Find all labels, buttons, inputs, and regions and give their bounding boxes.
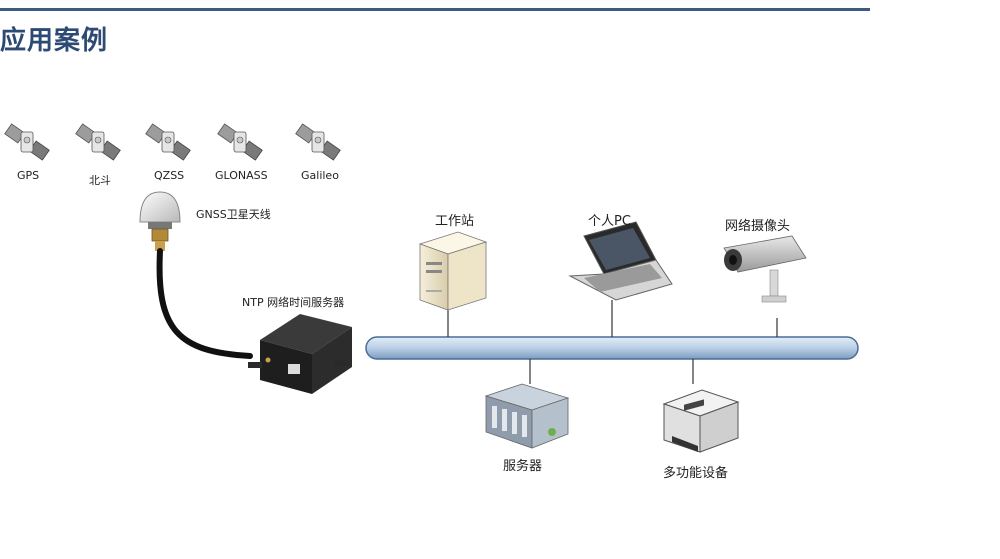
- laptop-icon: [568, 221, 673, 301]
- satellite-icon-gps: [4, 123, 50, 161]
- satellite-icon-glonass: [217, 123, 263, 161]
- satellite-label-beidou: 北斗: [89, 174, 111, 187]
- satellite-label-qzss: QZSS: [154, 169, 185, 182]
- connection-lines: [447, 300, 778, 384]
- gnss-antenna-label: GNSS卫星天线: [196, 208, 271, 221]
- satellite-label-gps: GPS: [17, 169, 40, 182]
- pc-label: 个人PC: [588, 214, 631, 229]
- satellite-label-glonass: GLONASS: [215, 169, 268, 182]
- antenna-cable: [156, 248, 253, 359]
- server-label: 服务器: [503, 459, 543, 474]
- satellite-icon-beidou: [75, 123, 121, 161]
- network-bus: [365, 336, 859, 360]
- ntp-server-icon: [248, 314, 352, 394]
- multifunction-device-label: 多功能设备: [663, 466, 729, 481]
- header-rule: [0, 8, 870, 11]
- server-icon: [484, 383, 570, 449]
- network-camera-icon: [723, 235, 807, 303]
- gnss-antenna-icon: [139, 191, 181, 251]
- page-title: 应用案例: [0, 26, 109, 56]
- satellite-label-galileo: Galileo: [301, 169, 339, 182]
- network-camera-label: 网络摄像头: [725, 219, 791, 234]
- satellite-icon-galileo: [295, 123, 341, 161]
- ntp-server-label: NTP 网络时间服务器: [242, 296, 345, 309]
- workstation-label: 工作站: [435, 214, 475, 229]
- satellite-icon-qzss: [145, 123, 191, 161]
- multifunction-device-icon: [662, 389, 740, 453]
- workstation-icon: [418, 231, 488, 311]
